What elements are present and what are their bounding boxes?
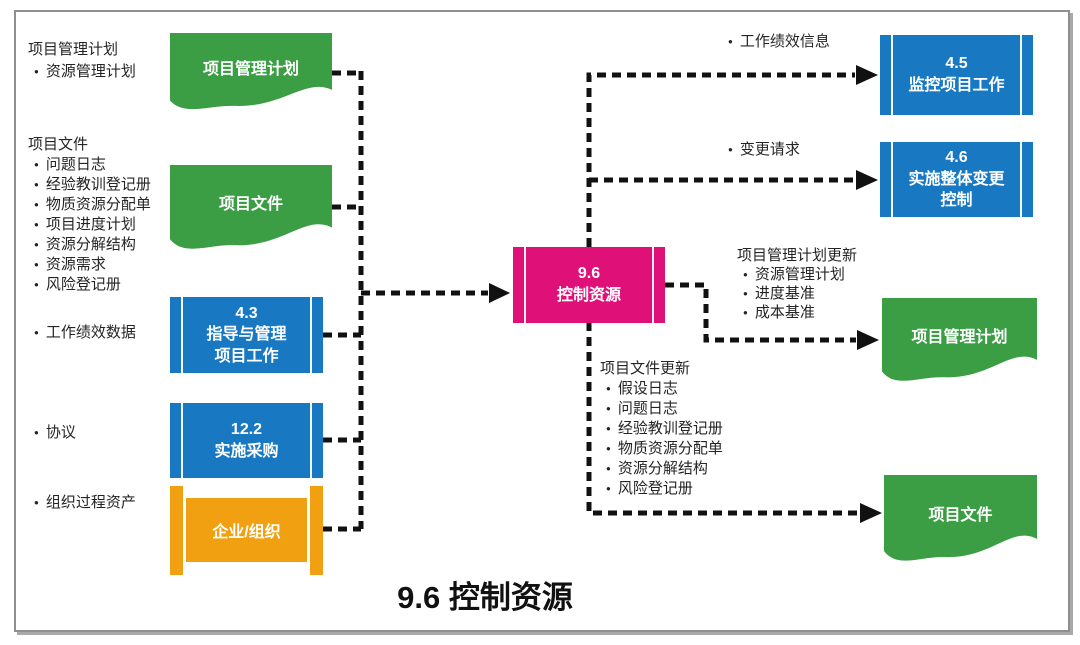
document-label: 项目文件 xyxy=(928,506,993,524)
output-group-project-docs-updates: 项目文件更新 假设日志 问题日志 经验教训登记册 物质资源分配单 资源分解结构 … xyxy=(600,359,723,499)
process-name: 监控项目工作 xyxy=(908,77,1005,94)
organization-label: 企业/组织 xyxy=(186,498,307,562)
process-box-9-6-control-resources: 9.6 控制资源 xyxy=(513,247,665,323)
organization-pillar-right xyxy=(310,486,323,575)
input-item: 资源管理计划 xyxy=(28,61,136,83)
arrowhead-4-5 xyxy=(856,65,878,85)
document-shape-project-docs: 项目文件 xyxy=(170,165,332,253)
input-group-opa: 组织过程资产 xyxy=(28,493,136,513)
process-box-12-2: 12.2 实施采购 xyxy=(170,403,323,478)
process-number: 9.6 xyxy=(577,265,601,283)
arrow-process-to-project-docs xyxy=(586,322,859,516)
diagram-title: 9.6 控制资源 xyxy=(397,580,573,615)
output-group-pm-plan-updates: 项目管理计划更新 资源管理计划 进度基准 成本基准 xyxy=(737,246,857,322)
input-item: 资源需求 xyxy=(28,255,151,275)
input-item: 项目进度计划 xyxy=(28,215,151,235)
input-group-work-performance-data: 工作绩效数据 xyxy=(28,323,136,343)
input-item: 协议 xyxy=(28,423,76,443)
output-item: 成本基准 xyxy=(737,303,857,322)
process-number: 4.3 xyxy=(235,304,258,322)
input-item: 问题日志 xyxy=(28,155,151,175)
process-number: 4.5 xyxy=(945,55,968,73)
document-label: 项目管理计划 xyxy=(911,328,1008,346)
output-item: 经验教训登记册 xyxy=(600,419,723,439)
output-item: 工作绩效信息 xyxy=(722,32,830,52)
organization-pillar-left xyxy=(170,486,183,575)
output-item: 资源管理计划 xyxy=(737,265,857,284)
output-item: 问题日志 xyxy=(600,399,723,419)
output-item: 进度基准 xyxy=(737,284,857,303)
output-item: 物质资源分配单 xyxy=(600,439,723,459)
process-box-4-3: 4.3 指导与管理 项目工作 xyxy=(170,297,323,373)
input-group-header: 项目管理计划 xyxy=(28,41,119,58)
document-wave-icon xyxy=(170,165,332,249)
process-name: 实施整体变更 控制 xyxy=(908,170,1005,210)
process-box-4-6: 4.6 实施整体变更 控制 xyxy=(880,142,1033,217)
output-group-work-performance-info: 工作绩效信息 xyxy=(722,32,830,52)
output-item: 假设日志 xyxy=(600,379,723,399)
document-label: 项目管理计划 xyxy=(202,60,299,78)
input-group-project-docs: 项目文件 问题日志 经验教训登记册 物质资源分配单 项目进度计划 资源分解结构 … xyxy=(28,135,151,295)
input-item: 资源分解结构 xyxy=(28,235,151,255)
input-group-header: 项目文件 xyxy=(28,136,89,153)
output-item: 变更请求 xyxy=(722,140,800,160)
arrow-process-to-4-5 xyxy=(586,72,855,247)
organization-shape: 企业/组织 xyxy=(170,486,323,575)
output-item: 资源分解结构 xyxy=(600,459,723,479)
input-group-pm-plan: 项目管理计划 资源管理计划 xyxy=(28,39,136,83)
process-name: 实施采购 xyxy=(214,442,279,460)
document-wave-icon xyxy=(882,298,1037,381)
output-group-header: 项目文件更新 xyxy=(600,360,691,377)
document-wave-icon xyxy=(884,475,1037,561)
input-group-agreements: 协议 xyxy=(28,423,76,443)
document-wave-icon xyxy=(170,33,332,110)
arrowhead-pm-plan xyxy=(857,330,879,350)
document-shape-pm-plan: 项目管理计划 xyxy=(170,33,332,113)
input-item: 工作绩效数据 xyxy=(28,323,136,343)
input-item: 经验教训登记册 xyxy=(28,175,151,195)
arrowhead-project-docs xyxy=(860,503,882,523)
process-number: 12.2 xyxy=(230,420,263,438)
output-group-header: 项目管理计划更新 xyxy=(737,247,858,264)
output-item: 风险登记册 xyxy=(600,479,723,499)
input-item: 组织过程资产 xyxy=(28,493,136,513)
document-shape-project-docs-output: 项目文件 xyxy=(884,475,1037,565)
document-shape-pm-plan-output: 项目管理计划 xyxy=(882,298,1037,385)
process-box-4-5: 4.5 监控项目工作 xyxy=(880,35,1033,115)
arrow-process-to-pm-plan xyxy=(665,282,856,343)
process-number: 4.6 xyxy=(945,149,968,167)
input-stub-lines xyxy=(323,70,361,532)
input-item: 风险登记册 xyxy=(28,275,151,295)
input-item: 物质资源分配单 xyxy=(28,195,151,215)
arrowhead-into-process xyxy=(489,283,510,303)
arrowhead-4-6 xyxy=(856,170,878,190)
document-label: 项目文件 xyxy=(218,195,283,213)
output-group-change-requests: 变更请求 xyxy=(722,140,800,160)
process-name: 控制资源 xyxy=(556,287,621,304)
process-name: 指导与管理 项目工作 xyxy=(206,326,287,365)
